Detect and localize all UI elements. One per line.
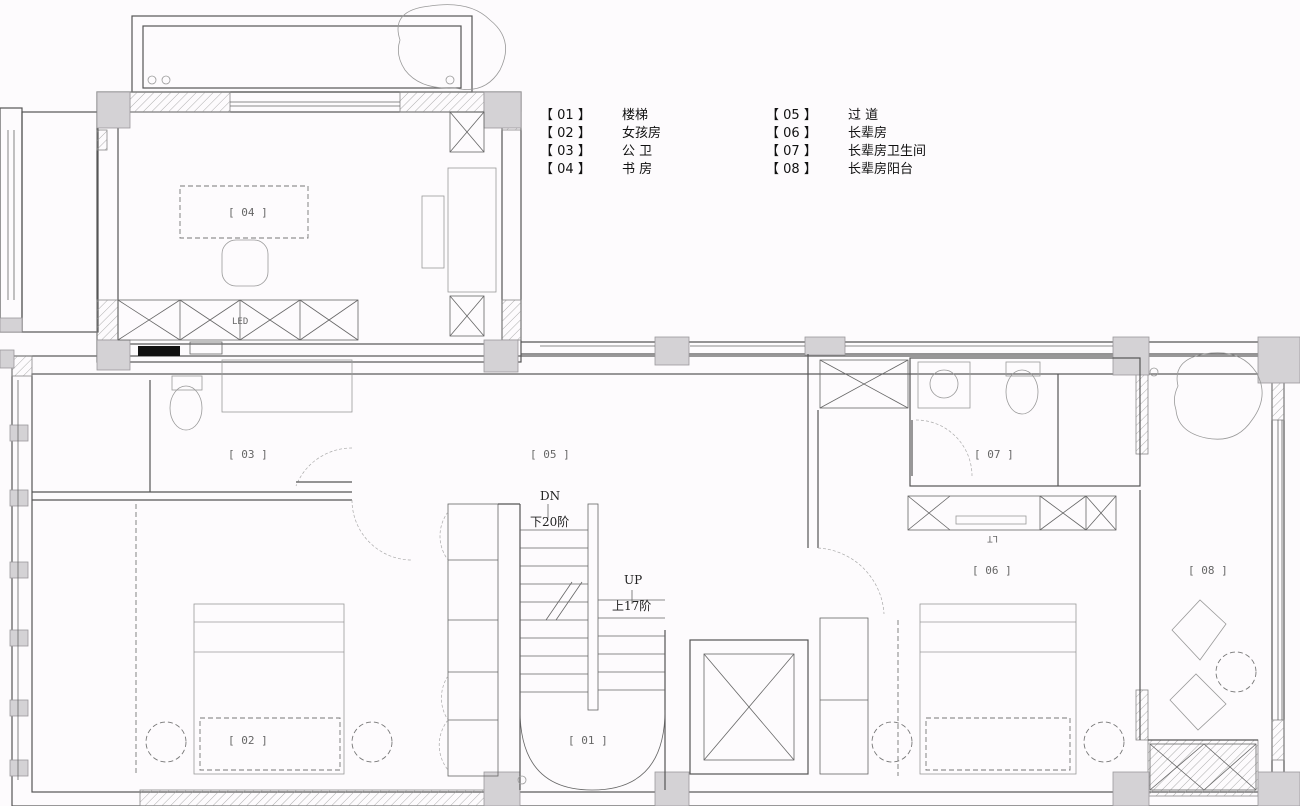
legend-code: 【 06 】 [766, 126, 817, 141]
legend-name: 长辈房 [848, 125, 887, 141]
legend-name: 长辈房卫生间 [848, 143, 926, 159]
legend-code: 【 04 】 [540, 162, 591, 177]
legend-code: 【 05 】 [766, 108, 817, 123]
hatched-walls [11, 91, 1285, 806]
stair-up-steps: 上17阶 [612, 599, 651, 613]
structural-columns [0, 91, 1300, 806]
girl-room-furniture [135, 499, 449, 776]
room-tag-06: [ 06 ] [972, 564, 1012, 577]
led-label: LED [232, 317, 248, 327]
room-tag-04: [ 04 ] [228, 206, 268, 219]
legend-name: 楼梯 [622, 108, 648, 123]
legend-code: 【 07 】 [766, 144, 817, 159]
elder-room-furniture [817, 361, 1125, 776]
light-label: LT [987, 533, 998, 543]
stair-dn-label: DN [540, 489, 560, 503]
interior-partitions [32, 354, 1258, 790]
floor-drain-icon [147, 75, 1159, 785]
bathroom-03-fixtures [169, 359, 353, 487]
study-furniture [117, 111, 497, 356]
tree-icon [1174, 352, 1263, 440]
legend-name: 女孩房 [622, 125, 661, 141]
room-tag-02: [ 02 ] [228, 734, 268, 747]
legend-code: 【 01 】 [540, 108, 591, 123]
room-tag-01: [ 01 ] [568, 734, 608, 747]
legend-code: 【 03 】 [540, 144, 591, 159]
legend-name: 过 道 [848, 108, 878, 123]
legend-code: 【 08 】 [766, 162, 817, 177]
legend-code: 【 02 】 [540, 126, 591, 141]
exterior-walls [0, 15, 1285, 806]
legend: 【 01 】 楼梯 【 02 】 女孩房 【 03 】 公 卫 【 04 】 书… [540, 108, 926, 177]
legend-name: 公 卫 [622, 144, 652, 159]
staircase [519, 503, 666, 791]
room-tag-05: [ 05 ] [530, 448, 570, 461]
room-tag-07: [ 07 ] [974, 448, 1014, 461]
tree-icon [397, 4, 507, 90]
legend-name: 长辈房阳台 [848, 161, 913, 177]
stair-dn-steps: 下20阶 [530, 515, 569, 529]
stair-up-label: UP [624, 573, 642, 587]
windows [7, 101, 1283, 780]
balcony-furniture [1149, 599, 1257, 791]
legend-name: 书 房 [622, 161, 652, 177]
room-tag-08: [ 08 ] [1188, 564, 1228, 577]
room-tag-03: [ 03 ] [228, 448, 268, 461]
